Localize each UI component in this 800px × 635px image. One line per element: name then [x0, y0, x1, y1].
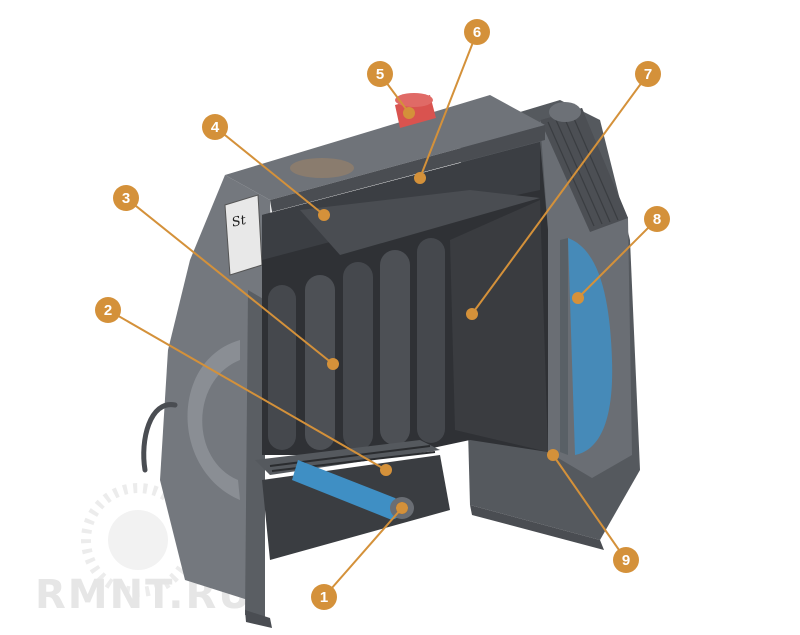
- callout-8: 8: [644, 206, 670, 232]
- watermark: RMNT.RU: [35, 483, 251, 618]
- foot-left: [245, 610, 272, 628]
- callout-8-label: 8: [653, 211, 661, 228]
- rear-outlet: [549, 102, 581, 122]
- boiler-body: St: [141, 93, 640, 628]
- side-door: [187, 340, 240, 500]
- right-ribbed-band: [540, 108, 628, 232]
- loading-hatch: [290, 158, 354, 178]
- leader-lines: [107, 31, 658, 598]
- callout-1-label: 1: [320, 589, 328, 606]
- callout-2: 2: [95, 297, 121, 323]
- callout-4-label: 4: [211, 119, 220, 136]
- callout-2-label: 2: [104, 302, 112, 319]
- callout-7: 7: [635, 61, 661, 87]
- callout-6-label: 6: [473, 24, 481, 41]
- callout-4: 4: [202, 114, 228, 140]
- foot-right: [470, 505, 604, 550]
- door-handle: [141, 402, 178, 473]
- nameplate: St: [224, 194, 263, 276]
- callout-1: 1: [311, 584, 337, 610]
- nameplate-text: St: [231, 213, 249, 231]
- secondary-chamber: [450, 200, 548, 452]
- left-wall: [160, 175, 272, 600]
- callout-3: 3: [113, 185, 139, 211]
- front-panel: [245, 290, 265, 620]
- callout-7-label: 7: [644, 66, 652, 83]
- callout-3-label: 3: [122, 190, 130, 207]
- target-dots: [318, 107, 584, 514]
- baffle-plate: [300, 190, 540, 255]
- callout-9: 9: [613, 547, 639, 573]
- callout-5-label: 5: [376, 66, 384, 83]
- callout-5: 5: [367, 61, 393, 87]
- callout-6: 6: [464, 19, 490, 45]
- callout-9-label: 9: [622, 552, 630, 569]
- water-tubes: [268, 238, 445, 450]
